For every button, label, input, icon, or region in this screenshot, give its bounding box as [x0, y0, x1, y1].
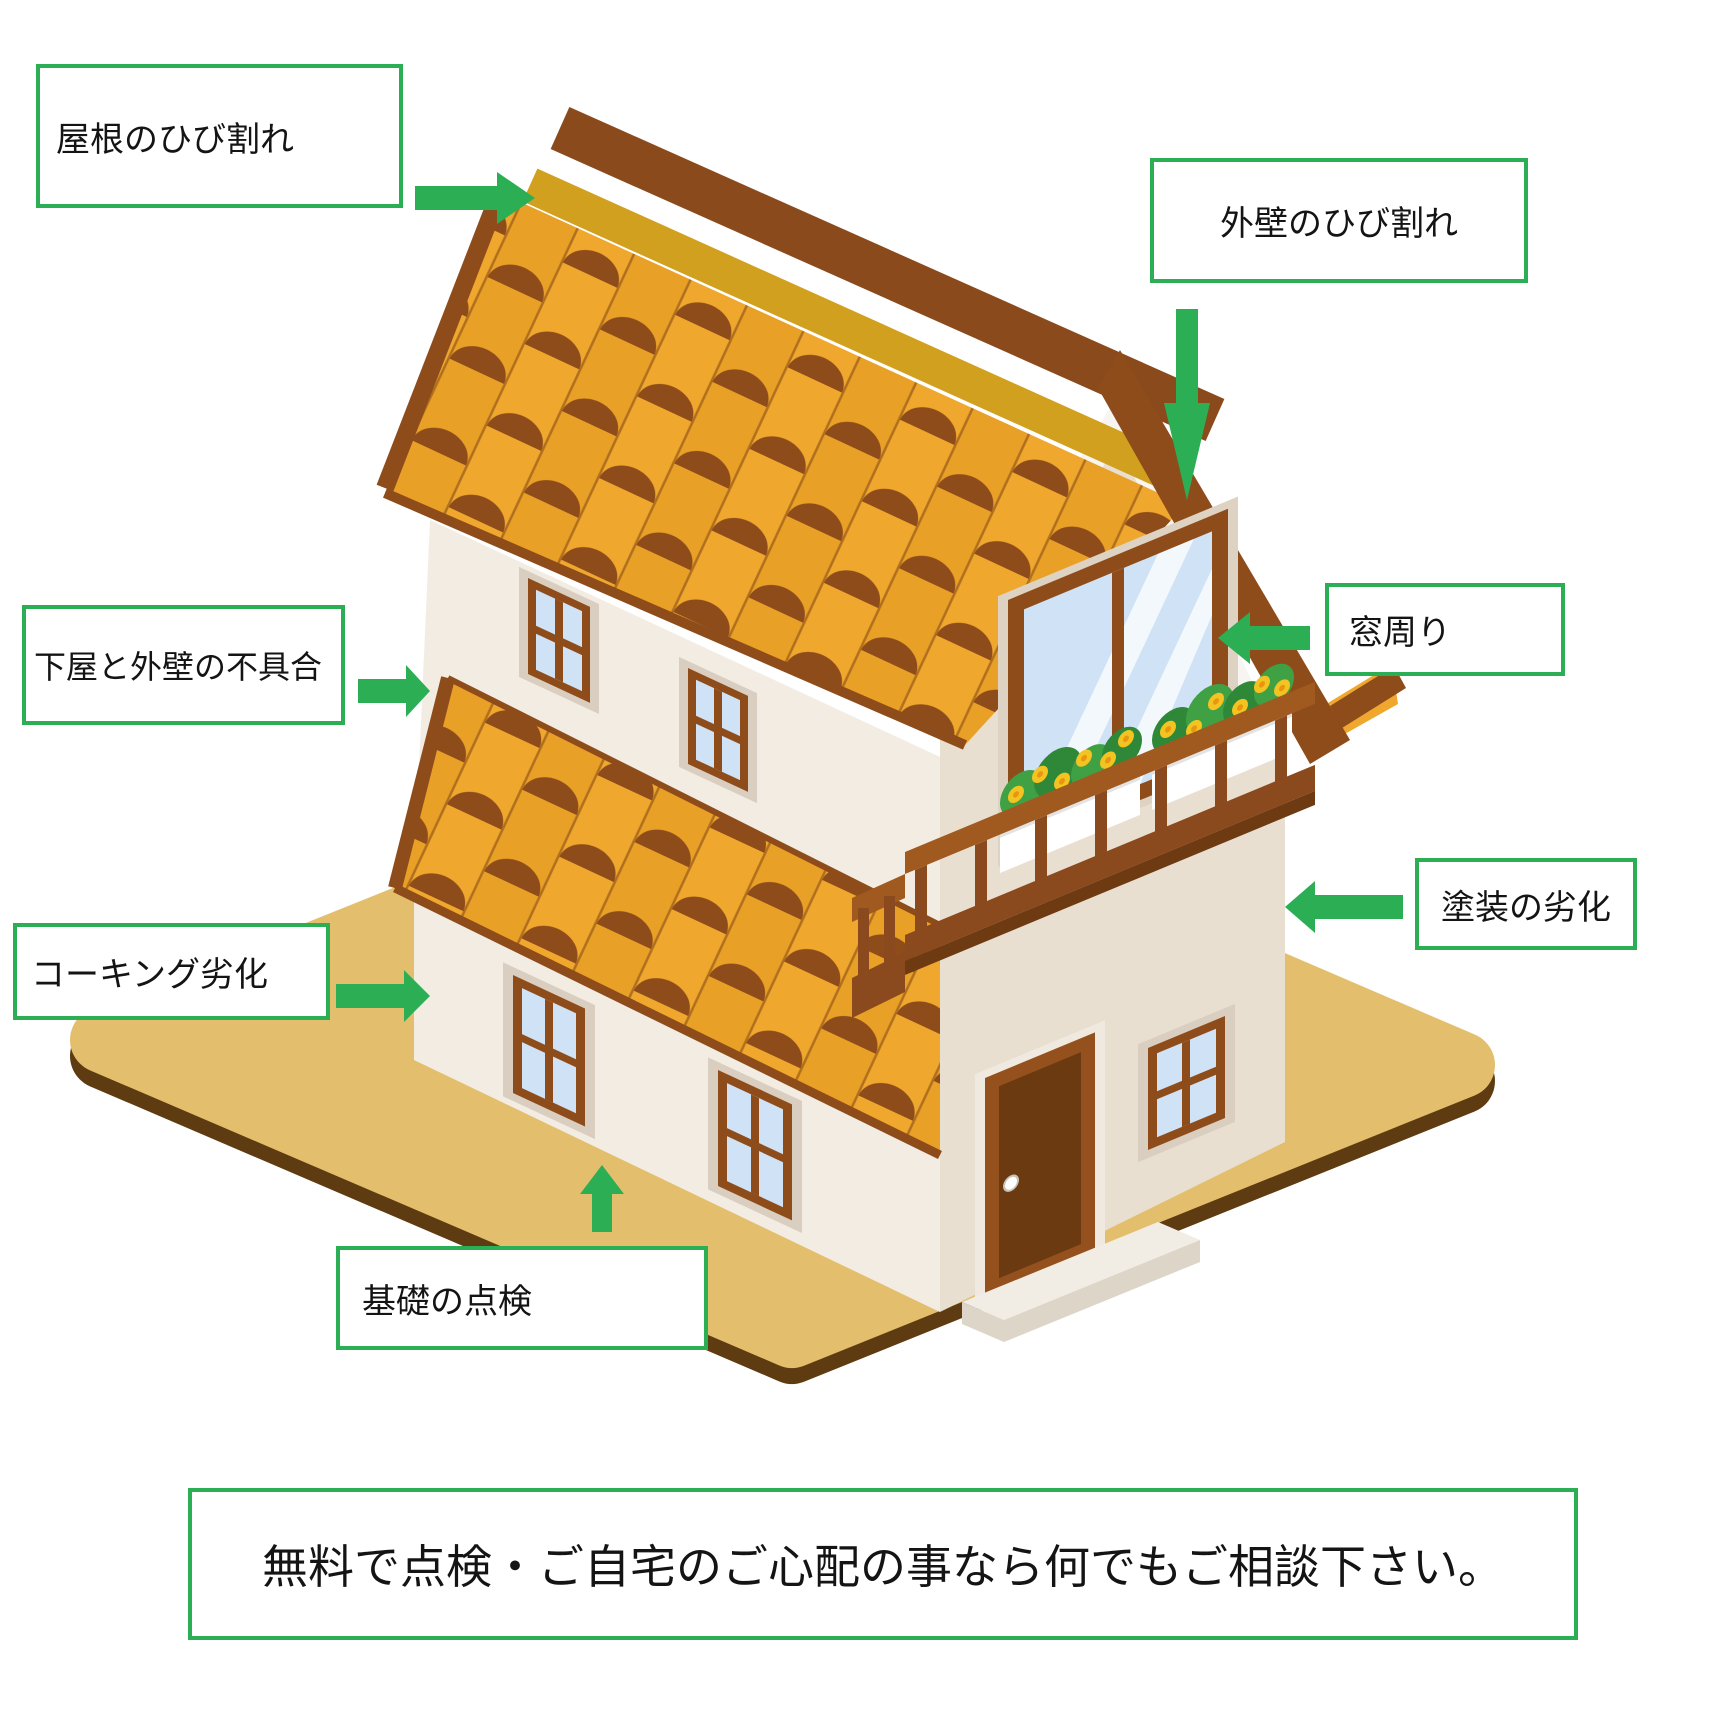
door-icon [975, 1020, 1105, 1309]
label-pent-roof: 下屋と外壁の不具合 [22, 605, 345, 725]
door-step [962, 1222, 1200, 1342]
arrow-left-icon [1218, 612, 1310, 664]
window-icon [1138, 1003, 1235, 1163]
ridge-beam [550, 106, 1225, 442]
arrow-right-icon [415, 172, 535, 224]
arrow-right-icon [358, 665, 430, 717]
window-icon [708, 1057, 802, 1234]
label-foundation: 基礎の点検 [336, 1246, 708, 1350]
arrow-down-icon [1164, 309, 1210, 500]
pent-roof [388, 675, 942, 1160]
arrow-up-icon [580, 1165, 624, 1232]
label-roof-crack: 屋根のひび割れ [36, 64, 403, 208]
arrow-left-icon [1285, 881, 1403, 933]
window-icon [519, 566, 599, 715]
ridge-strip [522, 168, 1193, 497]
window-icon [679, 656, 757, 804]
banner-message: 無料で点検・ご自宅のご心配の事なら何でもご相談下さい。 [188, 1488, 1578, 1640]
label-wall-crack: 外壁のひび割れ [1150, 158, 1528, 283]
window-icon [503, 962, 595, 1140]
label-window-area: 窓周り [1325, 583, 1565, 676]
label-caulking: コーキング劣化 [13, 923, 330, 1020]
label-paint: 塗装の劣化 [1415, 858, 1637, 950]
balcony-railing [852, 681, 1315, 1018]
arrow-right-icon [336, 970, 430, 1022]
